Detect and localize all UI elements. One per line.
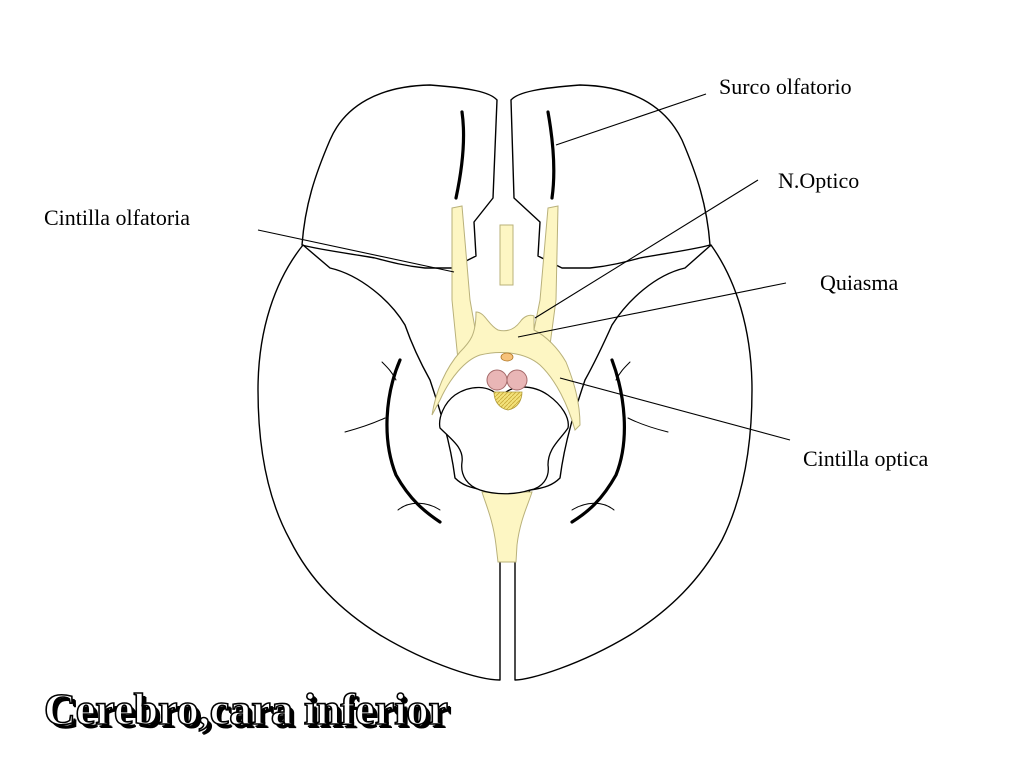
leader-quiasma bbox=[517, 282, 787, 338]
label-n-optico: N.Optico bbox=[778, 168, 859, 193]
label-cintilla-olfatoria: Cintilla olfatoria bbox=[44, 205, 190, 230]
optic-chiasm bbox=[431, 311, 581, 431]
right-mammillary-body bbox=[506, 369, 528, 391]
right-sulcus-detail-2 bbox=[571, 502, 615, 511]
right-sulcus-detail-1 bbox=[627, 417, 669, 433]
interhemispheric-fissure-anterior bbox=[499, 224, 514, 286]
left-frontal-lobe bbox=[301, 84, 498, 269]
posterior-perforated-substance bbox=[493, 391, 523, 411]
left-sulcus-detail-3 bbox=[381, 361, 397, 381]
brainstem-stalk bbox=[481, 491, 533, 563]
left-olfactory-sulcus bbox=[454, 110, 466, 200]
leader-cintilla-optica bbox=[559, 377, 791, 441]
left-mammillary-body bbox=[486, 369, 508, 391]
label-cintilla-optica: Cintilla optica bbox=[803, 446, 928, 471]
left-sulcus-detail-1 bbox=[344, 417, 386, 433]
leader-surco-olfatorio bbox=[555, 93, 707, 146]
leader-n-optico bbox=[534, 179, 759, 319]
right-sulcus-detail-3 bbox=[615, 361, 631, 381]
left-collateral-sulcus bbox=[385, 358, 442, 524]
right-collateral-sulcus bbox=[570, 358, 626, 524]
page-title: Cerebro,cara inferior bbox=[43, 685, 449, 734]
hypophysis bbox=[500, 352, 514, 362]
label-quiasma: Quiasma bbox=[820, 270, 898, 295]
left-sulcus-detail-2 bbox=[397, 502, 441, 511]
right-olfactory-sulcus bbox=[546, 110, 556, 200]
right-hemisphere-posterior bbox=[514, 244, 753, 681]
leader-cintilla-olfatoria bbox=[257, 229, 455, 273]
left-hemisphere-posterior bbox=[257, 244, 501, 681]
label-surco-olfatorio: Surco olfatorio bbox=[719, 74, 852, 99]
right-frontal-lobe bbox=[510, 84, 711, 269]
